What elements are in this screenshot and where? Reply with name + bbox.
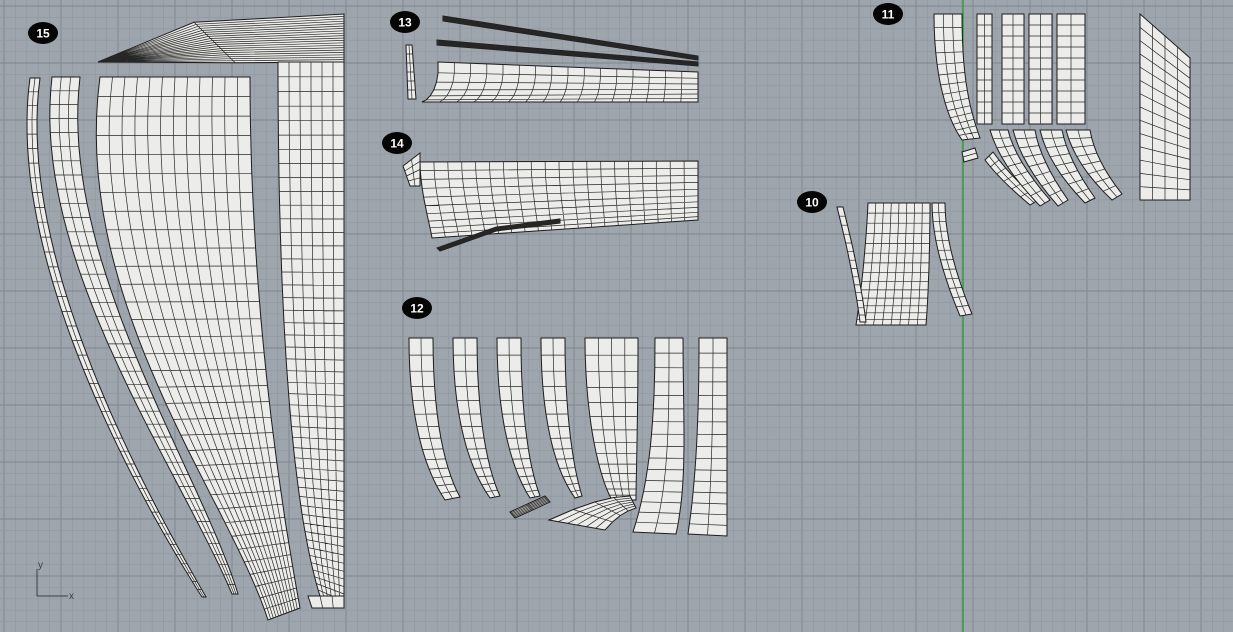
part-15-outer-strip[interactable] [26, 77, 207, 598]
badge-11-label: 11 [882, 8, 895, 22]
part-13-main-strip[interactable] [421, 61, 699, 103]
part-14-side-tab[interactable] [402, 151, 421, 187]
part-number-badges: 15 13 14 12 11 10 [28, 3, 903, 319]
badge-11: 11 [873, 3, 903, 25]
part-11-lower-3[interactable] [1012, 129, 1069, 207]
part-11-lower-5[interactable] [1065, 129, 1123, 201]
gizmo-y-label: y [38, 560, 43, 571]
part-12-strip-7[interactable] [687, 337, 728, 537]
part-12-strip-4[interactable] [540, 337, 583, 499]
badge-12: 12 [402, 297, 432, 319]
part-15-main-panel[interactable] [95, 76, 301, 621]
part-15-foot-tab[interactable] [307, 595, 345, 609]
part-14-lower-fin[interactable] [436, 218, 561, 252]
part-11-strip-2[interactable] [976, 13, 993, 125]
part-10-right-leg[interactable] [931, 202, 973, 317]
badge-12-label: 12 [410, 302, 424, 316]
part-12-foot-1[interactable] [509, 495, 551, 519]
part-12-strip-6[interactable] [632, 337, 685, 535]
badge-14-label: 14 [390, 137, 404, 151]
badge-14: 14 [382, 132, 412, 154]
badge-13-label: 13 [398, 16, 412, 30]
part-11-lower-2[interactable] [989, 129, 1051, 207]
part-15-second-strip[interactable] [49, 76, 239, 595]
part-10-main-panel[interactable] [855, 202, 931, 326]
badge-15: 15 [28, 22, 58, 44]
part-11-strip-3[interactable] [1001, 13, 1025, 125]
part-13-long-strip-2[interactable] [436, 39, 699, 67]
part-13-end-tab[interactable] [405, 44, 417, 100]
part-11-tall-panel[interactable] [1139, 12, 1191, 201]
part-11-lower-4[interactable] [1039, 129, 1096, 204]
unrolled-parts[interactable] [26, 12, 1191, 621]
part-12-center-panel[interactable] [584, 337, 639, 501]
part-11-small-tab[interactable] [961, 147, 979, 163]
part-10-left-strip[interactable] [836, 206, 867, 323]
badge-10-label: 10 [805, 196, 819, 210]
part-11-strip-5[interactable] [1056, 13, 1086, 125]
part-15-frame-strip[interactable] [277, 61, 345, 609]
part-11-strip-4[interactable] [1028, 13, 1053, 125]
badge-13: 13 [390, 11, 420, 33]
badge-10: 10 [797, 191, 827, 213]
part-12-foot-2[interactable] [547, 495, 637, 531]
gizmo-x-label: x [69, 591, 74, 602]
part-15-top-panel[interactable] [97, 13, 345, 64]
part-13-long-strip-1[interactable] [442, 15, 699, 61]
part-12-strip-1[interactable] [408, 337, 461, 501]
part-12-strip-3[interactable] [496, 337, 541, 499]
axis-gizmo: x y [36, 560, 74, 602]
part-12-strip-2[interactable] [452, 337, 501, 499]
part-14-main-piece[interactable] [419, 160, 699, 239]
badge-15-label: 15 [36, 27, 50, 41]
part-11-left-strip[interactable] [933, 13, 981, 141]
